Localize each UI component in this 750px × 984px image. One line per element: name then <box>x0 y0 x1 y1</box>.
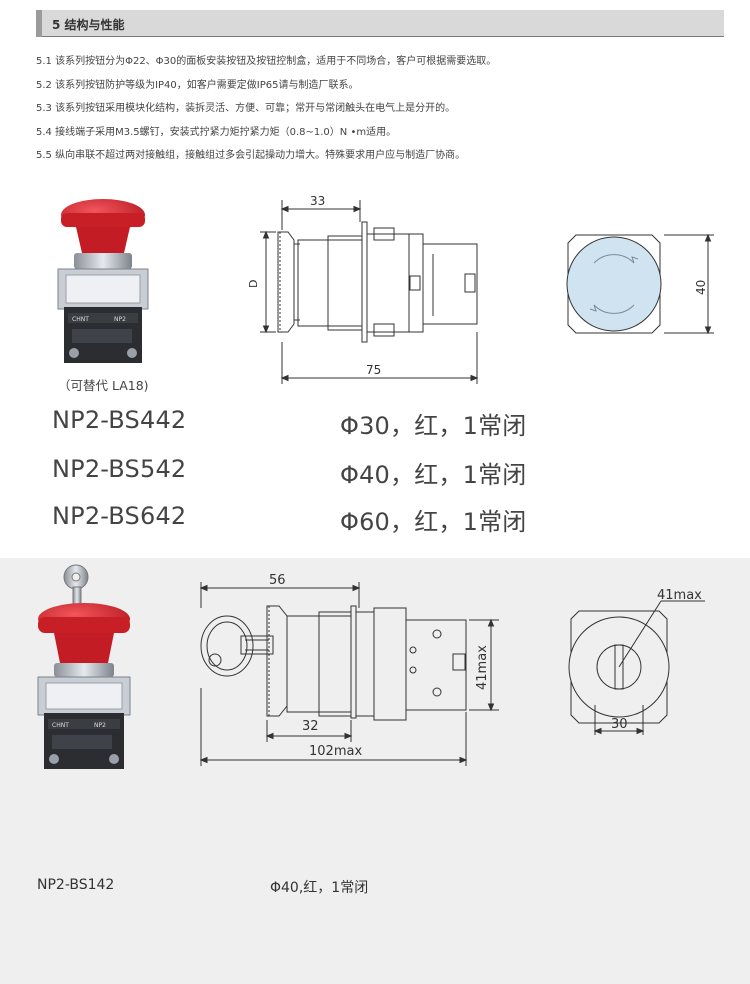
spec-item: 5.5 纵向串联不超过两对接触组，接触组过多会引起操动力增大。特殊要求用户应与制… <box>36 150 466 161</box>
product2-side-drawing: 56 32 102max 41max <box>199 573 499 766</box>
dim-right: 40 <box>694 280 708 295</box>
header-accent <box>36 10 42 37</box>
product1-caption: （可替代 LA18) <box>58 378 149 393</box>
dim-height-2: 41max <box>475 645 490 690</box>
dim-d: D <box>247 280 260 288</box>
model-desc-4: Φ40,红，1常闭 <box>270 880 369 896</box>
dim-bottom-2: 102max <box>309 744 362 759</box>
dim-top-2: 56 <box>269 573 286 588</box>
block-label-brand: CHNT <box>72 316 89 323</box>
product1-photo: CHNT NP2 <box>57 199 149 363</box>
section-title: 5 结构与性能 <box>52 18 125 32</box>
dim-front-bottom-2: 30 <box>611 717 628 732</box>
block-label-brand-2: CHNT <box>52 722 69 729</box>
spec-list: 5.1 该系列按钮分为Φ22、Φ30的面板安装按钮及按钮控制盒，适用于不同场合，… <box>36 55 726 173</box>
model-code-3: NP2-BS642 <box>52 502 187 530</box>
spec-item: 5.1 该系列按钮分为Φ22、Φ30的面板安装按钮及按钮控制盒，适用于不同场合，… <box>36 56 497 67</box>
section-header: 5 结构与性能 <box>36 10 724 37</box>
model-code-2: NP2-BS542 <box>52 455 187 483</box>
model-code-1: NP2-BS442 <box>52 406 187 434</box>
dim-front-top-2: 41max <box>657 588 702 603</box>
dim-top: 33 <box>310 194 325 208</box>
product2-front-drawing: 41max 30 <box>568 588 705 735</box>
product1-side-drawing: 33 D 75 <box>247 194 479 384</box>
spec-item: 5.3 该系列按钮采用模块化结构，装拆灵活、方便、可靠；常开与常闭触头在电气上是… <box>36 103 456 114</box>
spec-item: 5.4 接线端子采用M3.5螺钉，安装式拧紧力矩拧紧力矩（0.8~1.0）N •… <box>36 126 397 138</box>
model-desc-1: Φ30，红，1常闭 <box>340 412 527 440</box>
model-desc-2: Φ40，红，1常闭 <box>340 461 527 489</box>
block-label-model: NP2 <box>114 316 126 323</box>
product2-photo: CHNT NP2 <box>37 564 131 769</box>
block-label-model-2: NP2 <box>94 722 106 729</box>
model-code-4: NP2-BS142 <box>37 877 115 893</box>
spec-item: 5.2 该系列按钮防护等级为IP40，如客户需要定做IP65请与制造厂联系。 <box>36 79 359 91</box>
product1-front-drawing: 40 <box>566 233 714 335</box>
dim-bottom: 75 <box>366 363 381 377</box>
model-desc-3: Φ60，红，1常闭 <box>340 508 527 536</box>
dim-inner-2: 32 <box>302 719 319 734</box>
